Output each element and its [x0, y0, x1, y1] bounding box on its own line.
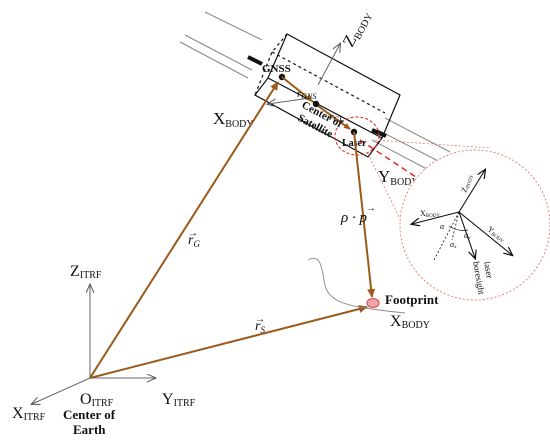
- inset-laser-boresight-axis: [458, 211, 475, 258]
- x-itrf-axis: [32, 377, 91, 404]
- z-body-axis: [317, 44, 340, 86]
- footprint-marker: [366, 298, 380, 308]
- x-body-axis: [268, 97, 311, 104]
- r-gns-label: rGNS: [297, 88, 316, 101]
- r-gl-label: rGL: [329, 111, 344, 124]
- itrf-frame: [32, 285, 155, 404]
- center-of-satellite-point: [312, 100, 320, 108]
- inset-z-body-label: ZBODY: [459, 172, 475, 194]
- center-of-earth-label-2: Earth: [73, 422, 106, 437]
- inset-x-body-axis: [412, 211, 460, 224]
- inset-projection-line: [433, 211, 460, 261]
- inset-z-body-axis: [458, 170, 485, 213]
- inset-laser-label: laser: [482, 261, 495, 279]
- x-itrf-label: XITRF: [12, 405, 46, 423]
- y-itrf-label: YITRF: [162, 391, 196, 409]
- z-itrf-label: ZITRF: [70, 263, 102, 281]
- r-g-label: rG: [188, 233, 200, 249]
- z-body-label: ZBODY: [339, 7, 376, 51]
- solar-panel-left: [179, 11, 263, 79]
- r-s-arrow-accent: →: [255, 314, 265, 325]
- panel-mount-left: [247, 55, 263, 66]
- inset-alpha-arc: [448, 225, 469, 231]
- inset-alpha-y-label: αy: [464, 231, 471, 241]
- r-gns-vector: [281, 76, 313, 102]
- x-body-footprint-label: XBODY: [390, 313, 430, 331]
- x-body-label: XBODY: [213, 109, 254, 130]
- rho-p-arrow-accent: →: [366, 203, 376, 214]
- footprint-label: Footprint: [385, 292, 439, 307]
- y-body-label: YBODY: [378, 167, 419, 188]
- center-of-earth-label-1: Center of: [63, 407, 116, 422]
- inset-projection-line-2: [451, 211, 460, 241]
- laser-boresight-inset: ZBODY XBODY YBODY α αx αy laser boresigh…: [399, 149, 550, 301]
- inset-connector-top: [374, 139, 491, 149]
- inset-x-body-label: XBODY: [420, 209, 440, 219]
- r-s-vector: [89, 305, 368, 379]
- laser-direction-dashed: [359, 139, 426, 184]
- inset-y-body-axis: [458, 211, 512, 255]
- o-itrf-label: OITRF: [80, 391, 114, 409]
- r-g-arrow-accent: →: [188, 228, 198, 239]
- rho-p-vector: [353, 131, 376, 298]
- rho-p-label: ρ · p: [340, 210, 367, 226]
- gnss-label: GNSS: [262, 63, 291, 75]
- r-s-label: rS: [255, 319, 265, 335]
- inset-alpha-label: α: [440, 222, 445, 231]
- inset-connector-bottom: [367, 153, 409, 236]
- ground-surface-curve: [307, 257, 406, 314]
- r-g-vector: [89, 81, 279, 379]
- r-gl-vector: [317, 105, 351, 130]
- inset-alpha-x-label: αx: [450, 240, 457, 250]
